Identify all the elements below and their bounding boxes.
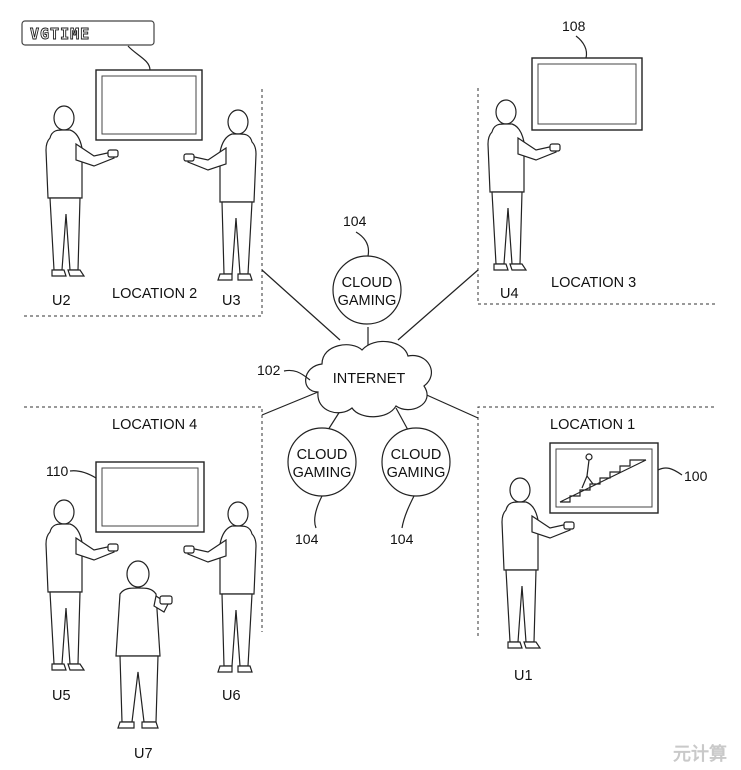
- cloud-gaming-top: CLOUD GAMING 104: [332, 213, 402, 325]
- location3: 108 LOCATION 3 U4: [487, 18, 643, 302]
- location4-label: LOCATION 4: [112, 417, 197, 433]
- location4-display-ref: 110: [46, 463, 69, 479]
- user-u7-label: U7: [134, 746, 153, 762]
- cloud-gaming-right: CLOUD GAMING 104: [381, 427, 451, 547]
- location2-boundary: [24, 88, 263, 317]
- location4: LOCATION 4 110 U5 U6 U7: [45, 417, 257, 762]
- location3-display-ref: 108: [562, 18, 586, 34]
- user-u4-label: U4: [500, 286, 519, 302]
- cloud-gaming-left-line1: CLOUD: [297, 447, 348, 463]
- user-u5-label: U5: [52, 688, 71, 704]
- cloud-gaming-right-ref: 104: [390, 531, 414, 547]
- location1-display-ref: 100: [684, 468, 708, 484]
- staircase-scene: [559, 459, 647, 503]
- cloud-gaming-left-ref: 104: [295, 531, 319, 547]
- user-u6-label: U6: [222, 688, 241, 704]
- user-u7-figure: [115, 560, 173, 729]
- internet-label: INTERNET: [333, 371, 406, 387]
- vgtime-logo: VGTIME: [21, 20, 155, 46]
- user-u3-label: U3: [222, 293, 241, 309]
- cloud-gaming-right-line2: GAMING: [387, 465, 446, 481]
- cloud-gaming-left-line2: GAMING: [293, 465, 352, 481]
- logo-text: VGTIME: [30, 25, 90, 43]
- cloud-gaming-top-ref: 104: [343, 213, 367, 229]
- location2: LOCATION 2 U2 U3: [45, 45, 257, 309]
- cloud-gaming-right-line1: CLOUD: [391, 447, 442, 463]
- location1-boundary: [477, 406, 716, 636]
- user-u1-label: U1: [514, 668, 533, 684]
- location1-label: LOCATION 1: [550, 417, 635, 433]
- location1: LOCATION 1 100 U1: [501, 417, 708, 684]
- location2-label: LOCATION 2: [112, 286, 197, 302]
- location3-boundary: [477, 88, 716, 305]
- location4-boundary: [24, 406, 263, 632]
- internet-ref: 102: [257, 362, 281, 378]
- cloud-gaming-top-line2: GAMING: [338, 293, 397, 309]
- location3-label: LOCATION 3: [551, 275, 636, 291]
- internet-cloud: INTERNET 102: [257, 340, 433, 418]
- user-u2-label: U2: [52, 293, 71, 309]
- watermark-text: 元计算: [673, 743, 727, 765]
- cloud-gaming-left: CLOUD GAMING 104: [287, 427, 357, 547]
- location-boundaries: [24, 88, 716, 636]
- cloud-gaming-top-line1: CLOUD: [342, 275, 393, 291]
